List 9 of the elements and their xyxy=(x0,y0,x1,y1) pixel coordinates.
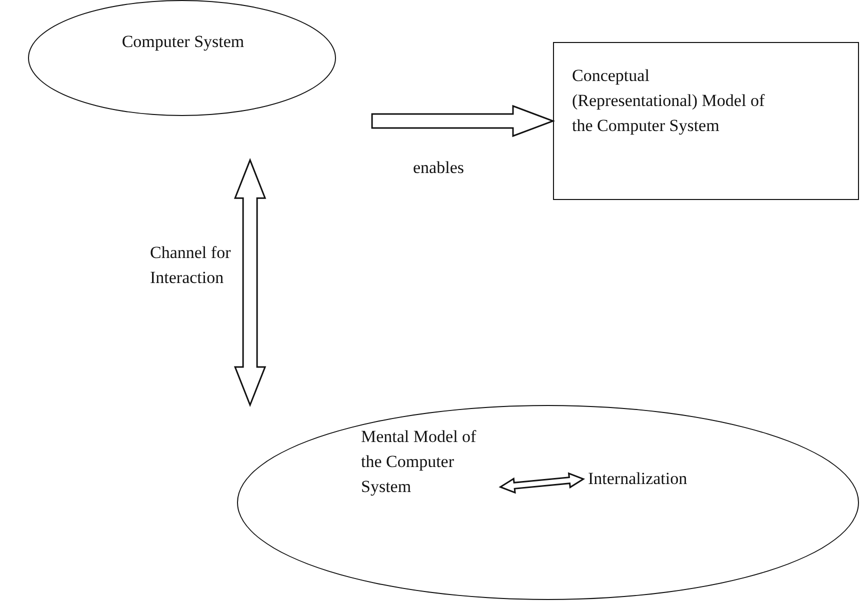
ellipse-node xyxy=(28,0,336,116)
concept-box xyxy=(553,42,859,200)
double-block-arrow xyxy=(234,158,266,408)
block-arrow xyxy=(371,104,556,138)
node-label: Mental Model of the Computer System xyxy=(361,426,478,498)
double-block-arrow xyxy=(498,472,586,494)
node-label: Conceptual (Representational) Model of the Computer System xyxy=(572,65,766,137)
node-label: Computer System xyxy=(120,31,246,53)
node-label: Internalization xyxy=(588,468,688,490)
